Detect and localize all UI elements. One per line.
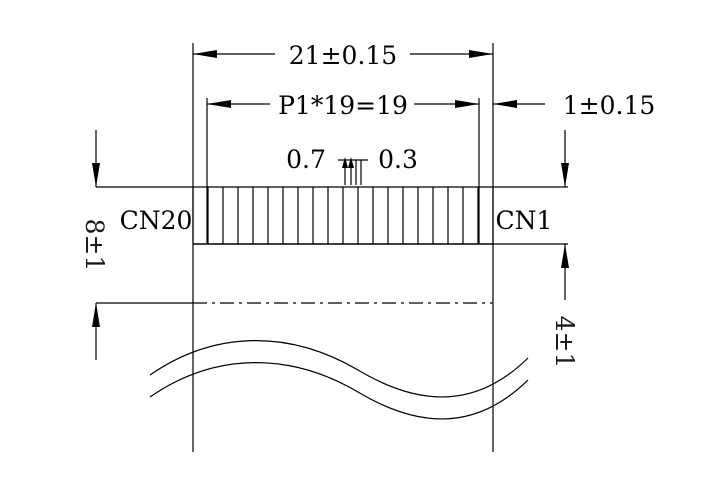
overall-width-label: 21±0.15 <box>289 41 397 70</box>
edge-offset-label: 1±0.15 <box>563 91 656 120</box>
pitch-label: P1*19=19 <box>278 91 408 120</box>
pin-width-left-label: 0.7 <box>286 145 326 174</box>
height-dimension-right: 4±1 <box>550 130 579 368</box>
overall-width-dimension: 21±0.15 <box>192 41 494 452</box>
pin-width-callout: 0.7 0.3 <box>286 145 418 185</box>
height-dimension-left: 8±1 <box>80 130 109 360</box>
pin-width-right-label: 0.3 <box>378 145 418 174</box>
connector-band <box>96 186 568 245</box>
connector-left-label: CN20 <box>120 206 193 235</box>
pitch-dimension: P1*19=19 <box>206 91 480 244</box>
height-right-label: 4±1 <box>550 316 579 369</box>
height-left-label: 8±1 <box>80 219 109 272</box>
edge-offset-dimension: 1±0.15 <box>493 91 655 120</box>
break-lines <box>149 340 529 420</box>
pin-lines <box>192 187 494 244</box>
connector-right-label: CN1 <box>496 206 553 235</box>
